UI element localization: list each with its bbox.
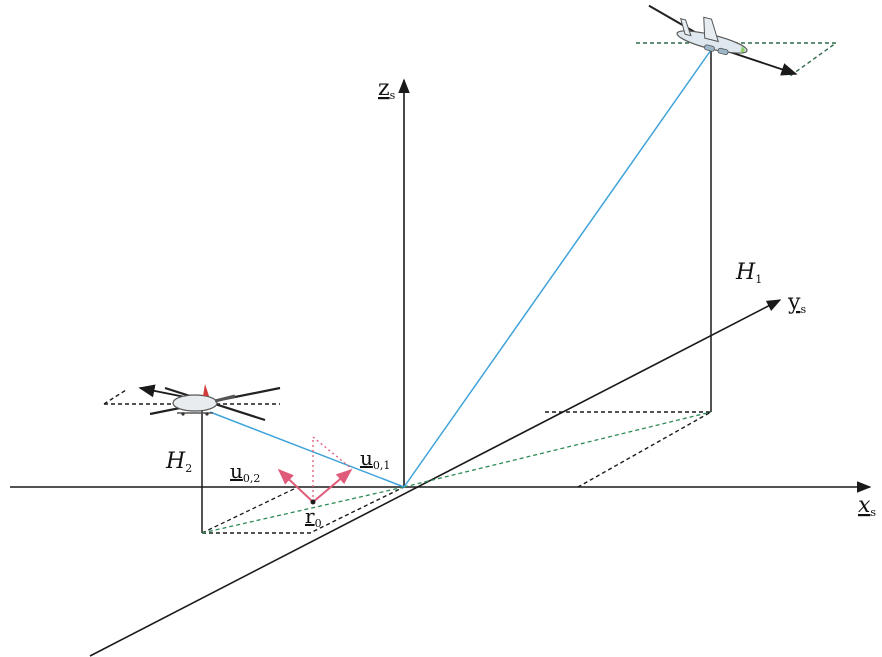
helicopter-icon: [149, 384, 281, 422]
r0-diagonal-line: [312, 436, 353, 470]
h1-label: H1: [735, 260, 762, 286]
r0-label: r0: [305, 504, 322, 530]
aircraft-1-ground-projection: [545, 411, 714, 488]
line-of-sight-1: [403, 49, 712, 488]
line-of-sight-2: [209, 411, 405, 488]
fixed-wing-aircraft-icon: [648, 4, 748, 56]
u01-arrow: [312, 468, 353, 503]
aircraft-1-ground-los: [403, 411, 712, 488]
aircraft-2-plane-slant: [103, 389, 127, 405]
y-axis-label: ys: [787, 290, 806, 316]
h2-label: H2: [165, 449, 192, 475]
x-axis-label: xs: [858, 493, 876, 519]
aircraft-2-ground-diagonal: [201, 486, 299, 534]
aircraft-2-ground-projection: [202, 486, 405, 534]
u02-arrow: [277, 468, 314, 503]
u01-label: u0,1: [360, 446, 390, 472]
y-axis-line: [89, 299, 782, 657]
r0-point: [310, 499, 316, 505]
u02-label: u0,2: [230, 459, 260, 485]
z-axis-label: zs: [378, 76, 396, 102]
